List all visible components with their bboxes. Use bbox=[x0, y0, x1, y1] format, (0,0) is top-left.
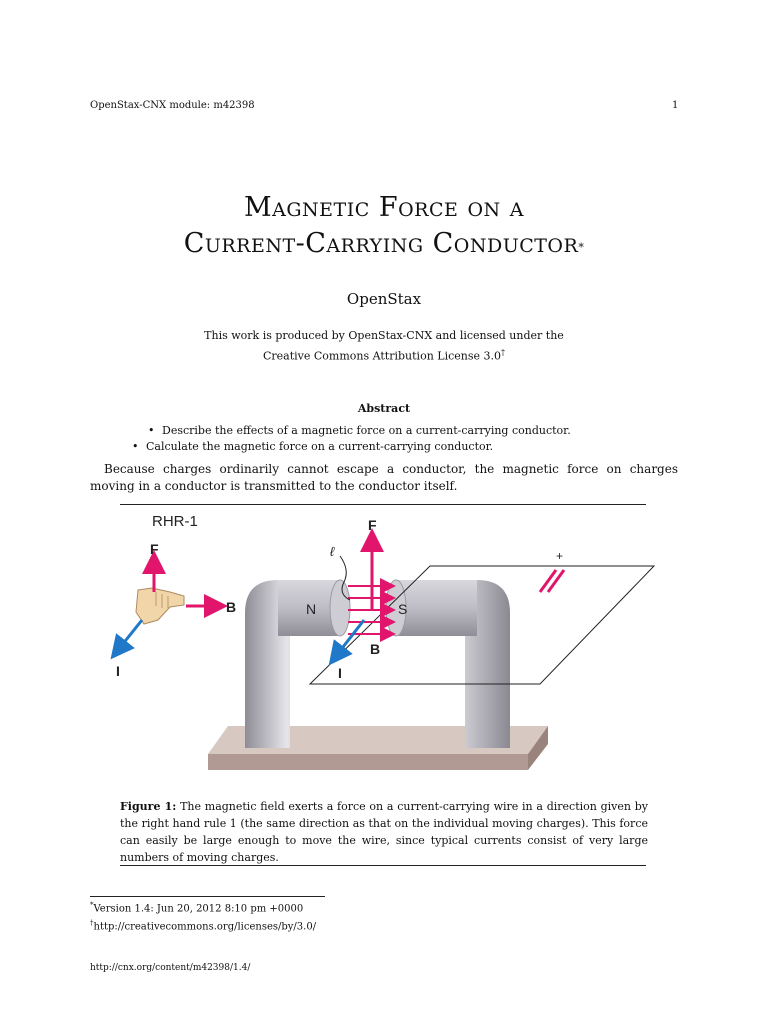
battery-icon bbox=[538, 569, 558, 593]
abstract-item-1: •Describe the effects of a magnetic forc… bbox=[148, 424, 571, 437]
south-pole-label: S bbox=[398, 601, 407, 617]
figure-caption-label: Figure 1: bbox=[120, 800, 177, 813]
license-line-2: Creative Commons Attribution License 3.0 bbox=[262, 349, 501, 363]
hand-current-label: I bbox=[116, 663, 120, 679]
license-line-1: This work is produced by OpenStax-CNX an… bbox=[204, 329, 564, 342]
abstract-item-2: •Calculate the magnetic force on a curre… bbox=[132, 440, 494, 453]
figure-illustration: RHR-1 F B I N S + F I B ℓ bbox=[110, 513, 656, 770]
magnet-south-arm bbox=[396, 580, 477, 636]
footnote-separator bbox=[90, 896, 325, 897]
magnet-base-side bbox=[528, 726, 548, 770]
magnet-base-front bbox=[208, 754, 528, 770]
wire-current-arrow bbox=[328, 619, 366, 666]
battery-plus-label: + bbox=[556, 549, 563, 563]
bullet-icon: • bbox=[148, 424, 155, 437]
page-title: Magnetic Force on a Current-Carrying Con… bbox=[0, 190, 768, 262]
title-line-1: Magnetic Force on a bbox=[244, 192, 524, 223]
author: OpenStax bbox=[346, 290, 422, 308]
page-number: 1 bbox=[672, 100, 679, 111]
wire-force-label: F bbox=[368, 517, 377, 533]
hand-field-label: B bbox=[226, 599, 236, 615]
wire-current-label: I bbox=[338, 665, 342, 681]
license-statement: This work is produced by OpenStax-CNX an… bbox=[0, 327, 768, 365]
body-paragraph: Because charges ordinarily cannot escape… bbox=[90, 462, 678, 493]
figure-caption: Figure 1: The magnetic field exerts a fo… bbox=[120, 798, 648, 866]
magnet-base-top bbox=[208, 726, 548, 754]
title-footnote-mark: * bbox=[578, 241, 585, 254]
wire-field-label: B bbox=[370, 641, 380, 657]
bullet-icon: • bbox=[132, 440, 139, 453]
running-header: OpenStax-CNX module: m42398 bbox=[90, 100, 255, 111]
abstract-heading: Abstract bbox=[357, 402, 411, 415]
footnote-version: *Version 1.4: Jun 20, 2012 8:10 pm +0000 bbox=[90, 901, 304, 915]
right-hand-icon bbox=[135, 587, 185, 625]
north-pole-label: N bbox=[306, 601, 316, 617]
figure-top-rule bbox=[120, 504, 646, 505]
hand-force-label: F bbox=[150, 541, 159, 557]
length-indicator bbox=[339, 555, 351, 601]
hand-current-arrow bbox=[110, 619, 144, 660]
field-lines bbox=[348, 578, 396, 642]
title-line-2: Current-Carrying Conductor bbox=[183, 228, 579, 259]
rhr-label: RHR-1 bbox=[152, 513, 198, 530]
figure-bottom-rule bbox=[120, 865, 646, 866]
north-pole-face bbox=[329, 579, 351, 637]
figure-caption-text: The magnetic field exerts a force on a c… bbox=[120, 800, 649, 864]
license-footnote-mark: † bbox=[501, 348, 505, 357]
footer-url-link[interactable]: http://cnx.org/content/m42398/1.4/ bbox=[90, 963, 251, 973]
footnote-license-link[interactable]: †http://creativecommons.org/licenses/by/… bbox=[90, 919, 317, 933]
wire-length-label: ℓ bbox=[330, 544, 335, 559]
footnotes: *Version 1.4: Jun 20, 2012 8:10 pm +0000… bbox=[90, 898, 316, 935]
